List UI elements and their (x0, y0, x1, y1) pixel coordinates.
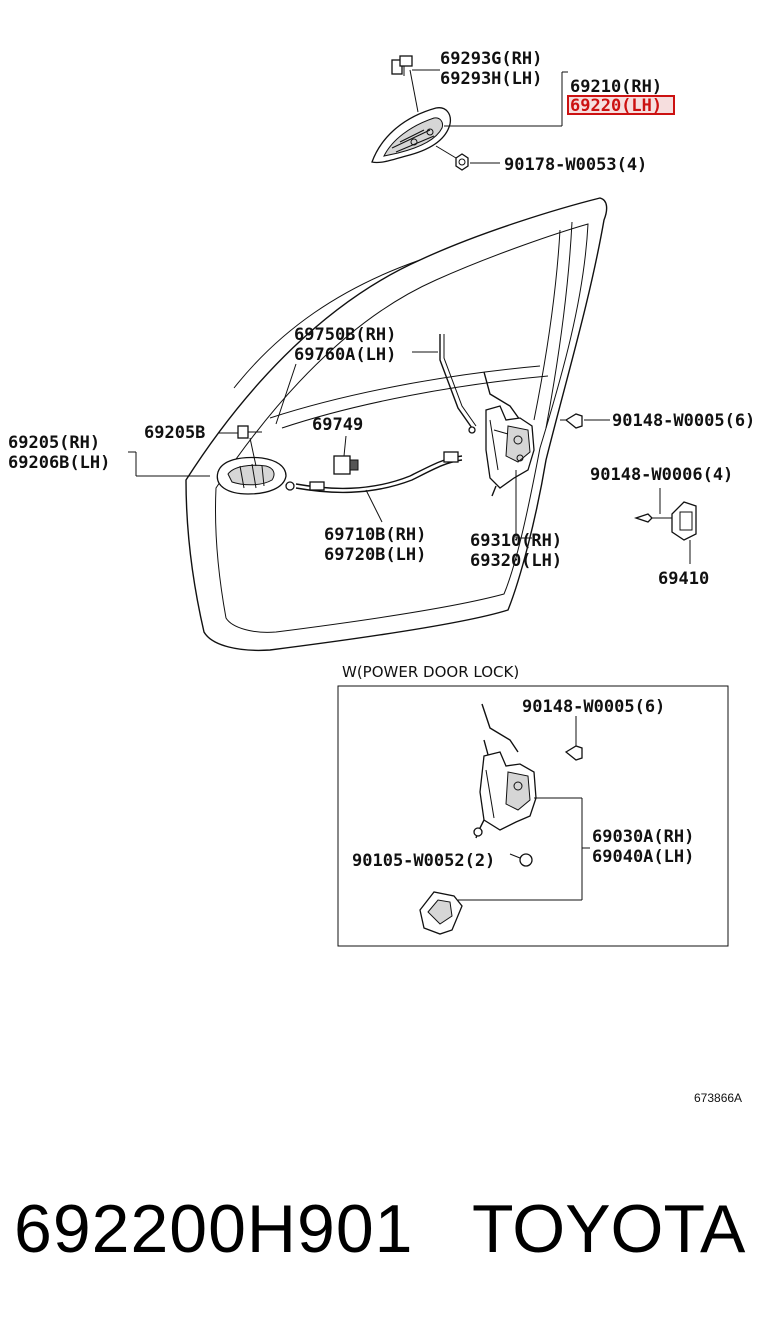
label-69320-lh: 69320(LH) (470, 551, 562, 571)
label-69750-rh: 69750B(RH) (294, 325, 396, 345)
actuator-motor-icon (419, 891, 463, 935)
outside-handle-icon (371, 107, 452, 164)
label-90148-w0006: 90148-W0006(4) (590, 465, 733, 485)
screw-90148-b-icon (633, 513, 672, 523)
highlight-box (567, 95, 675, 115)
label-69760-lh: 69760A(LH) (294, 345, 396, 365)
screw-69205b-icon (237, 425, 262, 439)
inset-frame (337, 685, 729, 947)
brand-name: TOYOTA (472, 1191, 746, 1267)
rod-69750-icon (439, 334, 477, 434)
nut-90178-icon (455, 153, 469, 171)
label-69410: 69410 (658, 569, 709, 589)
clip-69293-icon (391, 55, 413, 76)
label-69310-rh: 69310(RH) (470, 531, 562, 551)
clip-69749-icon (333, 455, 359, 475)
bolt-90105-icon (509, 853, 533, 867)
label-69205-rh: 69205(RH) (8, 433, 100, 453)
screw-90148-a-icon (560, 413, 583, 429)
door-lock-69310-icon (483, 371, 535, 497)
label-69710b-rh: 69710B(RH) (324, 525, 426, 545)
label-90178: 90178-W0053(4) (504, 155, 647, 175)
label-69205b: 69205B (144, 423, 205, 443)
outside-handle-group (371, 55, 568, 171)
power-lock-inset (337, 685, 729, 947)
label-69030a-rh: 69030A(RH) (592, 827, 694, 847)
door-lock-actuator-icon (473, 703, 537, 839)
label-69720b-lh: 69720B(LH) (324, 545, 426, 565)
label-69293-lh: 69293H(LH) (440, 69, 542, 89)
door-lock-group (483, 371, 697, 564)
diagram-reference-code: 673866A (694, 1091, 742, 1105)
door-panel-outline (185, 197, 608, 652)
label-69220-lh-highlighted[interactable]: 69220(LH) (570, 96, 662, 116)
screw-90148-inset-icon (564, 745, 583, 761)
label-69206b-lh: 69206B(LH) (8, 453, 110, 473)
striker-69410-icon (671, 501, 697, 541)
label-69040a-lh: 69040A(LH) (592, 847, 694, 867)
label-90105: 90105-W0052(2) (352, 851, 495, 871)
inside-handle-icon (216, 456, 287, 495)
inside-handle-group (128, 334, 477, 523)
part-number: 692200H901 (14, 1191, 414, 1267)
label-69210-rh: 69210(RH) (570, 77, 662, 97)
label-69749: 69749 (312, 415, 363, 435)
cable-69710-icon (285, 451, 463, 494)
inset-title: W(POWER DOOR LOCK) (342, 663, 519, 681)
label-inset-90148: 90148-W0005(6) (522, 697, 665, 717)
label-90148-w0005: 90148-W0005(6) (612, 411, 755, 431)
label-69293-rh: 69293G(RH) (440, 49, 542, 69)
